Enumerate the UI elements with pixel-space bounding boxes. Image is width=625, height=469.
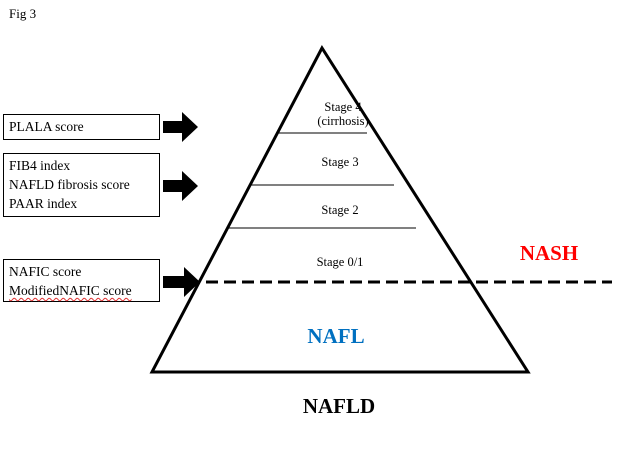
- arrow-right-icon: [163, 267, 200, 297]
- stage01-label: Stage 0/1: [317, 255, 364, 269]
- nafic-score-text: NAFIC score: [9, 264, 82, 279]
- fibrosis-scores-box: FIB4 index NAFLD fibrosis score PAAR ind…: [3, 153, 160, 217]
- nafl-label: NAFL: [307, 324, 364, 348]
- modified-nafic-score-text: ModifiedNAFIC score: [9, 283, 132, 298]
- nafld-fibrosis-score-text: NAFLD fibrosis score: [9, 177, 130, 192]
- pyramid-outline: [149, 45, 531, 374]
- stage4-label-line1: Stage 4: [324, 100, 362, 114]
- nafld-label: NAFLD: [303, 394, 375, 418]
- figure-label: Fig 3: [9, 6, 37, 21]
- stage4-label-line2: (cirrhosis): [317, 114, 368, 128]
- stage3-label: Stage 3: [321, 155, 358, 169]
- plala-score-text: PLALA score: [9, 119, 84, 134]
- stage2-label: Stage 2: [321, 203, 358, 217]
- nash-label: NASH: [520, 241, 578, 265]
- fib4-index-text: FIB4 index: [9, 158, 71, 173]
- nafic-scores-box: NAFIC score ModifiedNAFIC score: [3, 259, 160, 302]
- arrow-right-icon: [163, 171, 198, 201]
- paar-index-text: PAAR index: [9, 196, 78, 211]
- arrow-right-icon: [163, 112, 198, 142]
- plala-score-box: PLALA score: [3, 114, 160, 140]
